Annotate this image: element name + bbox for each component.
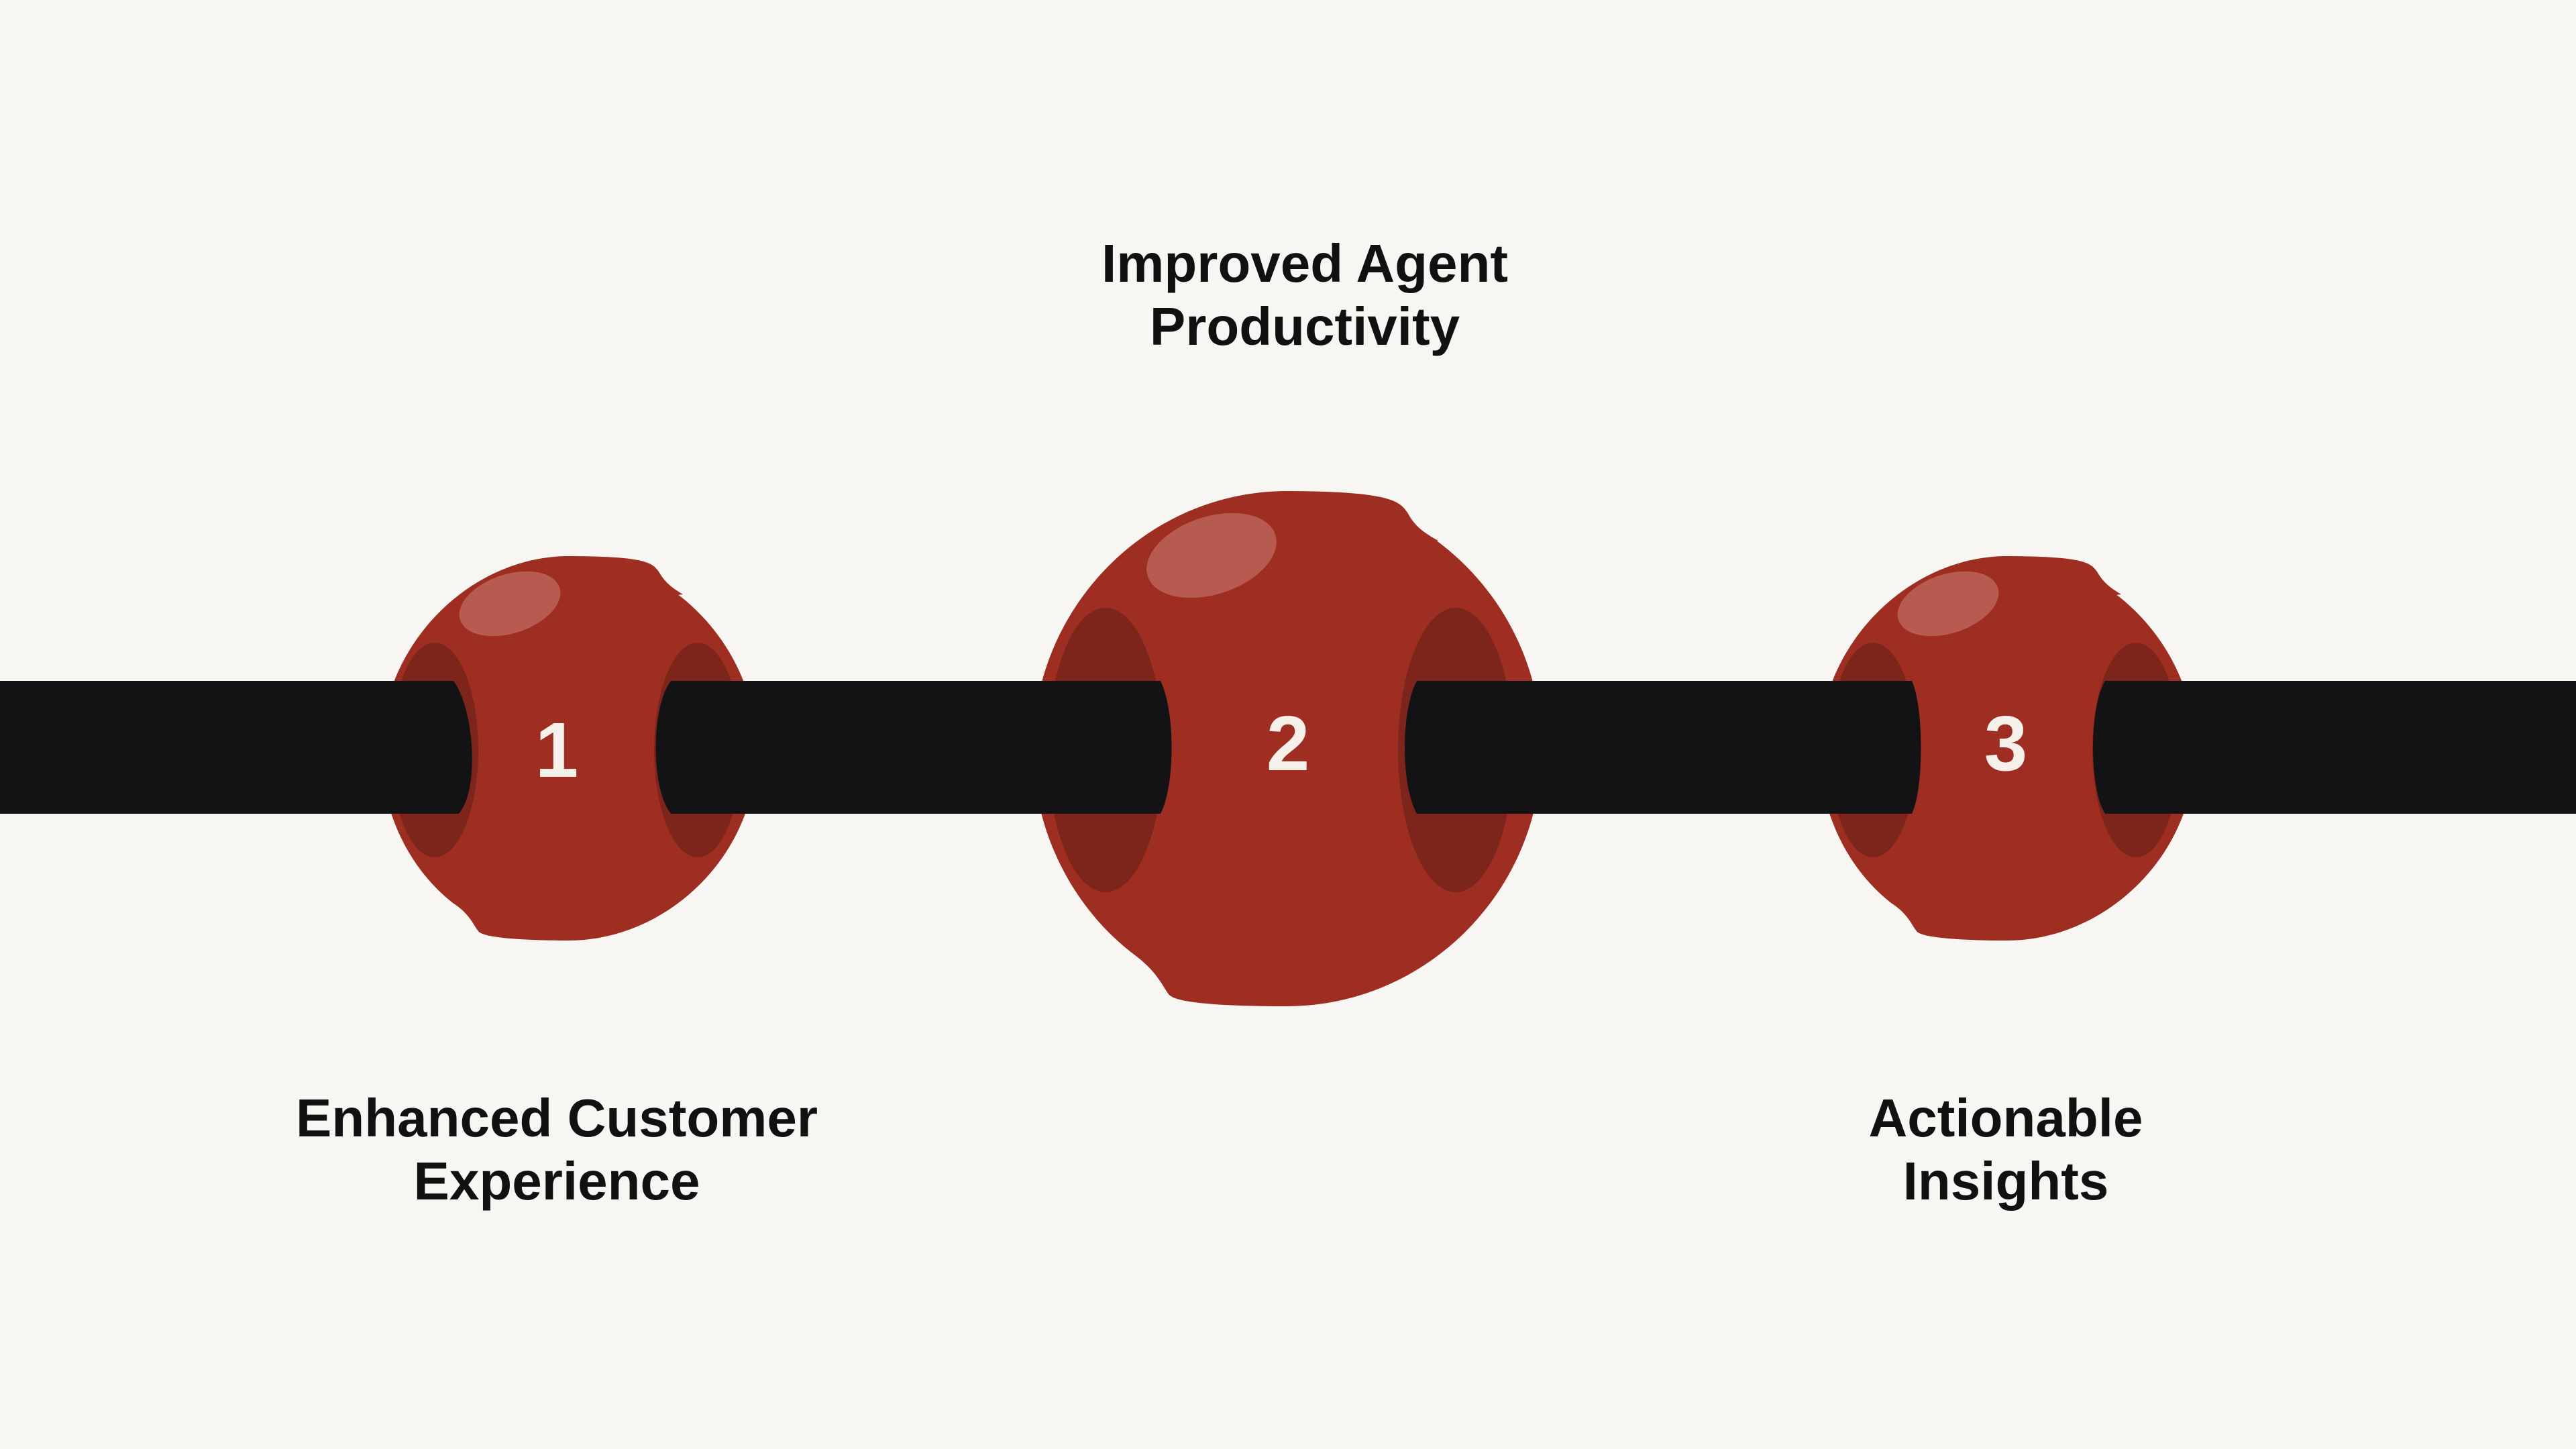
bead-3-number: 3 <box>1984 700 2028 787</box>
bead-3-band-right <box>2093 681 2207 814</box>
bead-1-label: Enhanced Customer Experience <box>221 1087 892 1213</box>
bead-2-band-right <box>1405 681 1550 814</box>
bead-2-label: Improved Agent Productivity <box>969 232 1640 358</box>
bead-2-label-line2: Productivity <box>1149 297 1460 356</box>
bead-1: 1 <box>376 556 765 941</box>
bead-1-number: 1 <box>535 706 579 794</box>
bead-3-label: Actionable Insights <box>1670 1087 2341 1213</box>
bead-3-notch <box>2002 556 2121 604</box>
bead-1-band-left <box>376 681 472 814</box>
bead-2-body <box>1033 491 1542 1006</box>
bead-1-band-right <box>655 681 765 814</box>
bead-1-highlight <box>459 571 561 637</box>
bead-3-highlight <box>1897 571 1999 637</box>
bead-2-number: 2 <box>1267 700 1310 787</box>
bead-1-body <box>381 556 757 941</box>
bead-1-notch <box>564 556 683 604</box>
bead-2-label-line1: Improved Agent <box>1102 233 1508 293</box>
bead-3: 3 <box>1811 556 2207 941</box>
bead-1-label-line1: Enhanced Customer <box>296 1088 818 1148</box>
bead-2: 2 <box>1026 491 1550 1006</box>
bead-3-band-left <box>1811 681 1921 814</box>
bead-3-label-line2: Insights <box>1902 1151 2109 1211</box>
bead-2-highlight <box>1146 513 1277 598</box>
bead-1-label-line2: Experience <box>413 1151 700 1211</box>
bead-2-band-left <box>1026 681 1172 814</box>
bead-2-notch <box>1281 491 1438 550</box>
bead-3-label-line1: Actionable <box>1868 1088 2143 1148</box>
bead-3-body <box>1819 556 2195 941</box>
